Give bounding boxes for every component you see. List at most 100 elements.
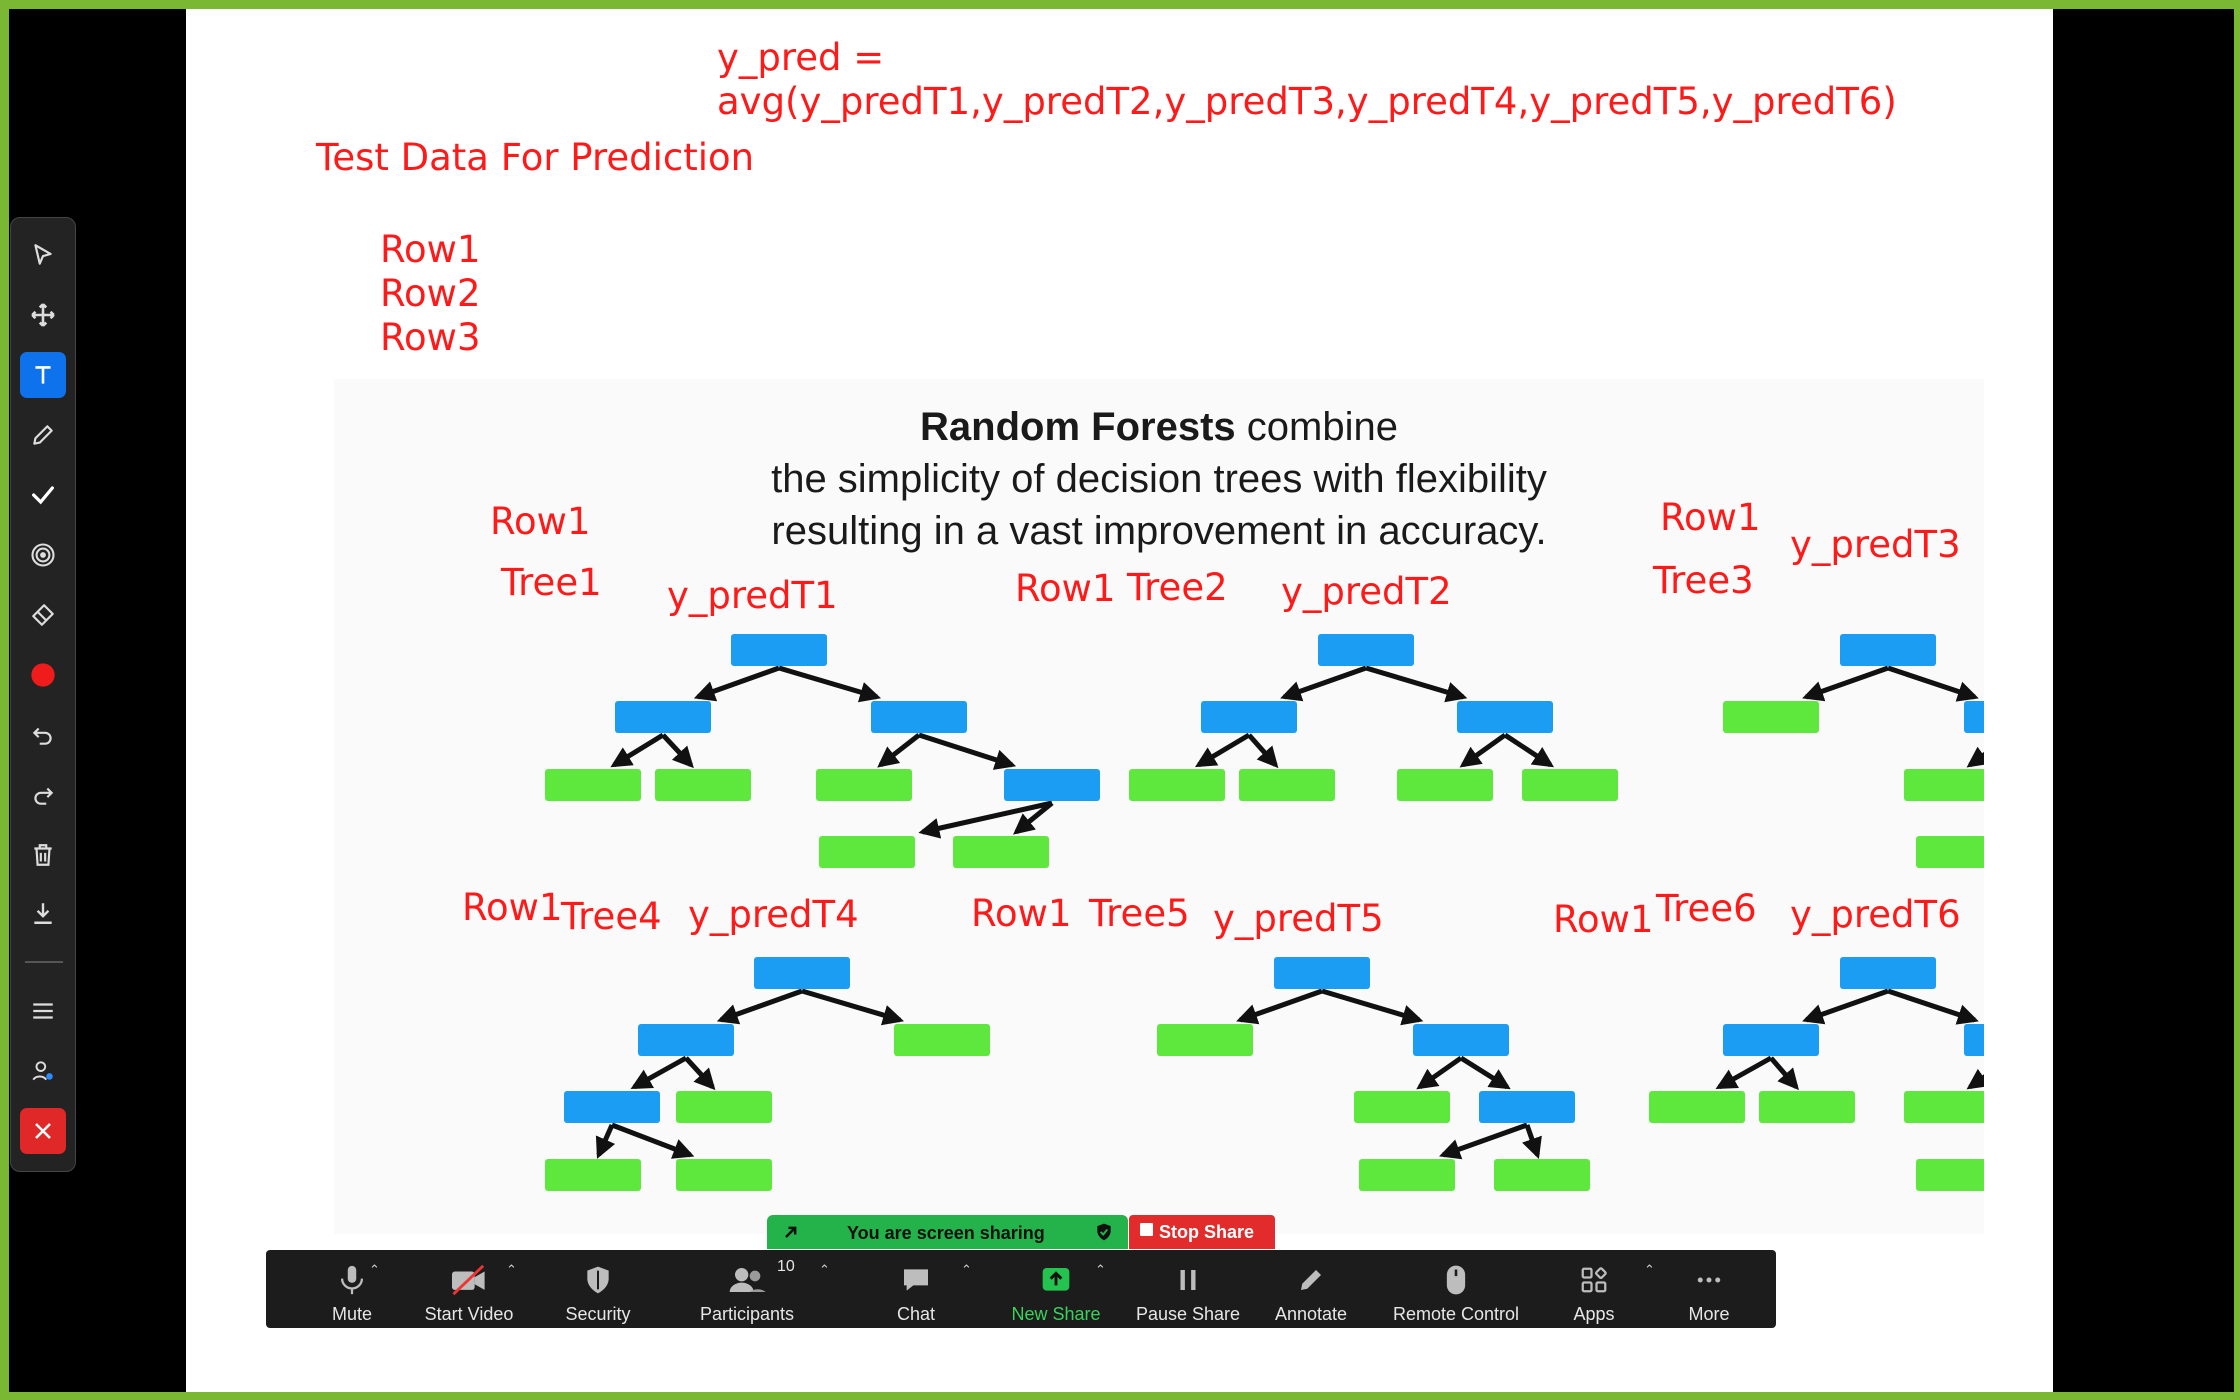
tree6-label: Tree6 — [1656, 887, 1757, 930]
figure-line-2: the simplicity of decision trees with fl… — [771, 457, 1547, 501]
tree-edge-arrow — [1321, 988, 1424, 1026]
tree-edge-arrow — [1715, 1055, 1773, 1090]
share-screen-icon — [1042, 1268, 1070, 1291]
select-icon[interactable] — [20, 232, 66, 278]
tree-4 — [545, 957, 990, 1191]
pause-share-label: Pause Share — [1135, 1304, 1241, 1324]
decision-node — [1840, 957, 1936, 989]
tree-edge-arrow — [1887, 988, 1979, 1025]
leaf-node — [1522, 769, 1618, 801]
redo-icon[interactable] — [20, 772, 66, 818]
tree-edge-arrow — [801, 988, 905, 1026]
annotate-label: Annotate — [1274, 1304, 1348, 1324]
stamp-icon[interactable] — [20, 472, 66, 518]
save-icon[interactable] — [20, 890, 66, 936]
leaf-node — [1239, 769, 1335, 801]
text-icon[interactable] — [20, 352, 66, 398]
more-label: More — [1688, 1304, 1730, 1324]
decision-node — [1274, 957, 1370, 989]
eraser-icon[interactable] — [20, 592, 66, 638]
pen-icon[interactable] — [20, 412, 66, 458]
chat-button[interactable]: Chat — [866, 1250, 966, 1328]
tree5-pred-label: y_predT5 — [1213, 897, 1384, 940]
spotlight-icon[interactable] — [20, 532, 66, 578]
stop-share-button[interactable]: Stop Share — [1129, 1215, 1275, 1249]
video-options-chevron-icon[interactable]: ⌃ — [506, 1262, 517, 1277]
chat-options-chevron-icon[interactable]: ⌃ — [961, 1262, 972, 1277]
tree-edge-arrow — [1802, 988, 1889, 1025]
tree-edge-arrow — [1966, 1068, 1984, 1090]
row-label-1: Row1 — [380, 228, 481, 271]
video-off-icon — [452, 1264, 485, 1296]
color-icon[interactable] — [20, 652, 66, 698]
mute-options-chevron-icon[interactable]: ⌃ — [369, 1262, 380, 1277]
undo-icon[interactable] — [20, 712, 66, 758]
leaf-node — [676, 1091, 772, 1123]
apps-button[interactable]: Apps — [1554, 1250, 1634, 1328]
decision-node — [1723, 1024, 1819, 1056]
leaf-node — [655, 769, 751, 801]
start-video-button[interactable]: Start Video — [409, 1250, 529, 1328]
leaf-node — [953, 836, 1049, 868]
tree-1 — [545, 634, 1100, 868]
shield-icon — [587, 1266, 609, 1294]
sharing-status-text: You are screen sharing — [847, 1223, 1045, 1243]
security-button[interactable]: Security — [548, 1250, 648, 1328]
tree2-row-label: Row1 — [1015, 567, 1116, 610]
tree-edge-arrow — [877, 733, 921, 768]
tree6-pred-label: y_predT6 — [1790, 893, 1961, 936]
move-icon[interactable] — [20, 292, 66, 338]
tree-edge-arrow — [610, 732, 665, 768]
participants-options-chevron-icon[interactable]: ⌃ — [819, 1262, 830, 1277]
tree-edge-arrow — [1966, 746, 1984, 768]
apps-options-chevron-icon[interactable]: ⌃ — [1644, 1262, 1655, 1277]
participants-button[interactable]: Participants — [687, 1250, 807, 1328]
decision-node — [1318, 634, 1414, 666]
annotator-name-icon[interactable] — [20, 1048, 66, 1094]
tree-edge-arrow — [1802, 665, 1889, 702]
tree2-pred-label: y_predT2 — [1281, 570, 1452, 613]
leaf-node — [1397, 769, 1493, 801]
sharing-status[interactable]: You are screen sharing — [767, 1215, 1128, 1249]
tree-edge-arrow — [661, 733, 694, 769]
tree5-row-label: Row1 — [971, 892, 1072, 935]
annotation-toolbar — [10, 217, 76, 1172]
share-options-chevron-icon[interactable]: ⌃ — [1095, 1262, 1106, 1277]
mouse-icon — [1446, 1265, 1466, 1295]
leaf-node — [1904, 769, 1984, 801]
remote-control-label: Remote Control — [1392, 1304, 1520, 1324]
decision-node — [615, 701, 711, 733]
decision-node — [1964, 701, 1984, 733]
annotate-button[interactable]: Annotate — [1261, 1250, 1361, 1328]
figure-title-rest: combine — [1235, 405, 1398, 449]
new-share-label: New Share — [1011, 1304, 1101, 1324]
close-icon[interactable] — [20, 1108, 66, 1154]
random-forest-figure: Random Forests combine the simplicity of… — [334, 379, 1984, 1234]
tree-edge-arrow — [1769, 1056, 1799, 1091]
decision-node — [1479, 1091, 1575, 1123]
tree5-label: Tree5 — [1089, 892, 1190, 935]
mute-button[interactable]: Mute — [302, 1250, 402, 1328]
new-share-button[interactable]: New Share — [1001, 1250, 1111, 1328]
tree-2 — [1129, 634, 1618, 801]
tree-edge-arrow — [1247, 733, 1279, 769]
figure-line-3: resulting in a vast improvement in accur… — [771, 509, 1547, 553]
leaf-node — [1494, 1159, 1590, 1191]
pause-share-button[interactable]: Pause Share — [1128, 1250, 1248, 1328]
tree-edge-arrow — [1459, 732, 1507, 768]
menu-icon[interactable] — [20, 988, 66, 1034]
more-button[interactable]: More — [1669, 1250, 1749, 1328]
apps-icon — [1581, 1267, 1607, 1293]
delete-icon[interactable] — [20, 832, 66, 878]
tree-edge-arrow — [611, 1122, 695, 1159]
remote-control-button[interactable]: Remote Control — [1381, 1250, 1531, 1328]
start-video-label: Start Video — [424, 1304, 514, 1324]
tree-edge-arrow — [1503, 732, 1555, 768]
meeting-controls-bar: Mute ⌃ Start Video ⌃ Security Participan… — [266, 1250, 1776, 1328]
tree3-pred-label: y_predT3 — [1790, 523, 1961, 566]
leaf-node — [676, 1159, 772, 1191]
tree2-label: Tree2 — [1127, 566, 1228, 609]
figure-caption: Random Forests combine the simplicity of… — [334, 401, 1984, 557]
tree-edge-arrow — [1439, 1122, 1528, 1160]
tree-edge-arrow — [595, 1123, 616, 1159]
